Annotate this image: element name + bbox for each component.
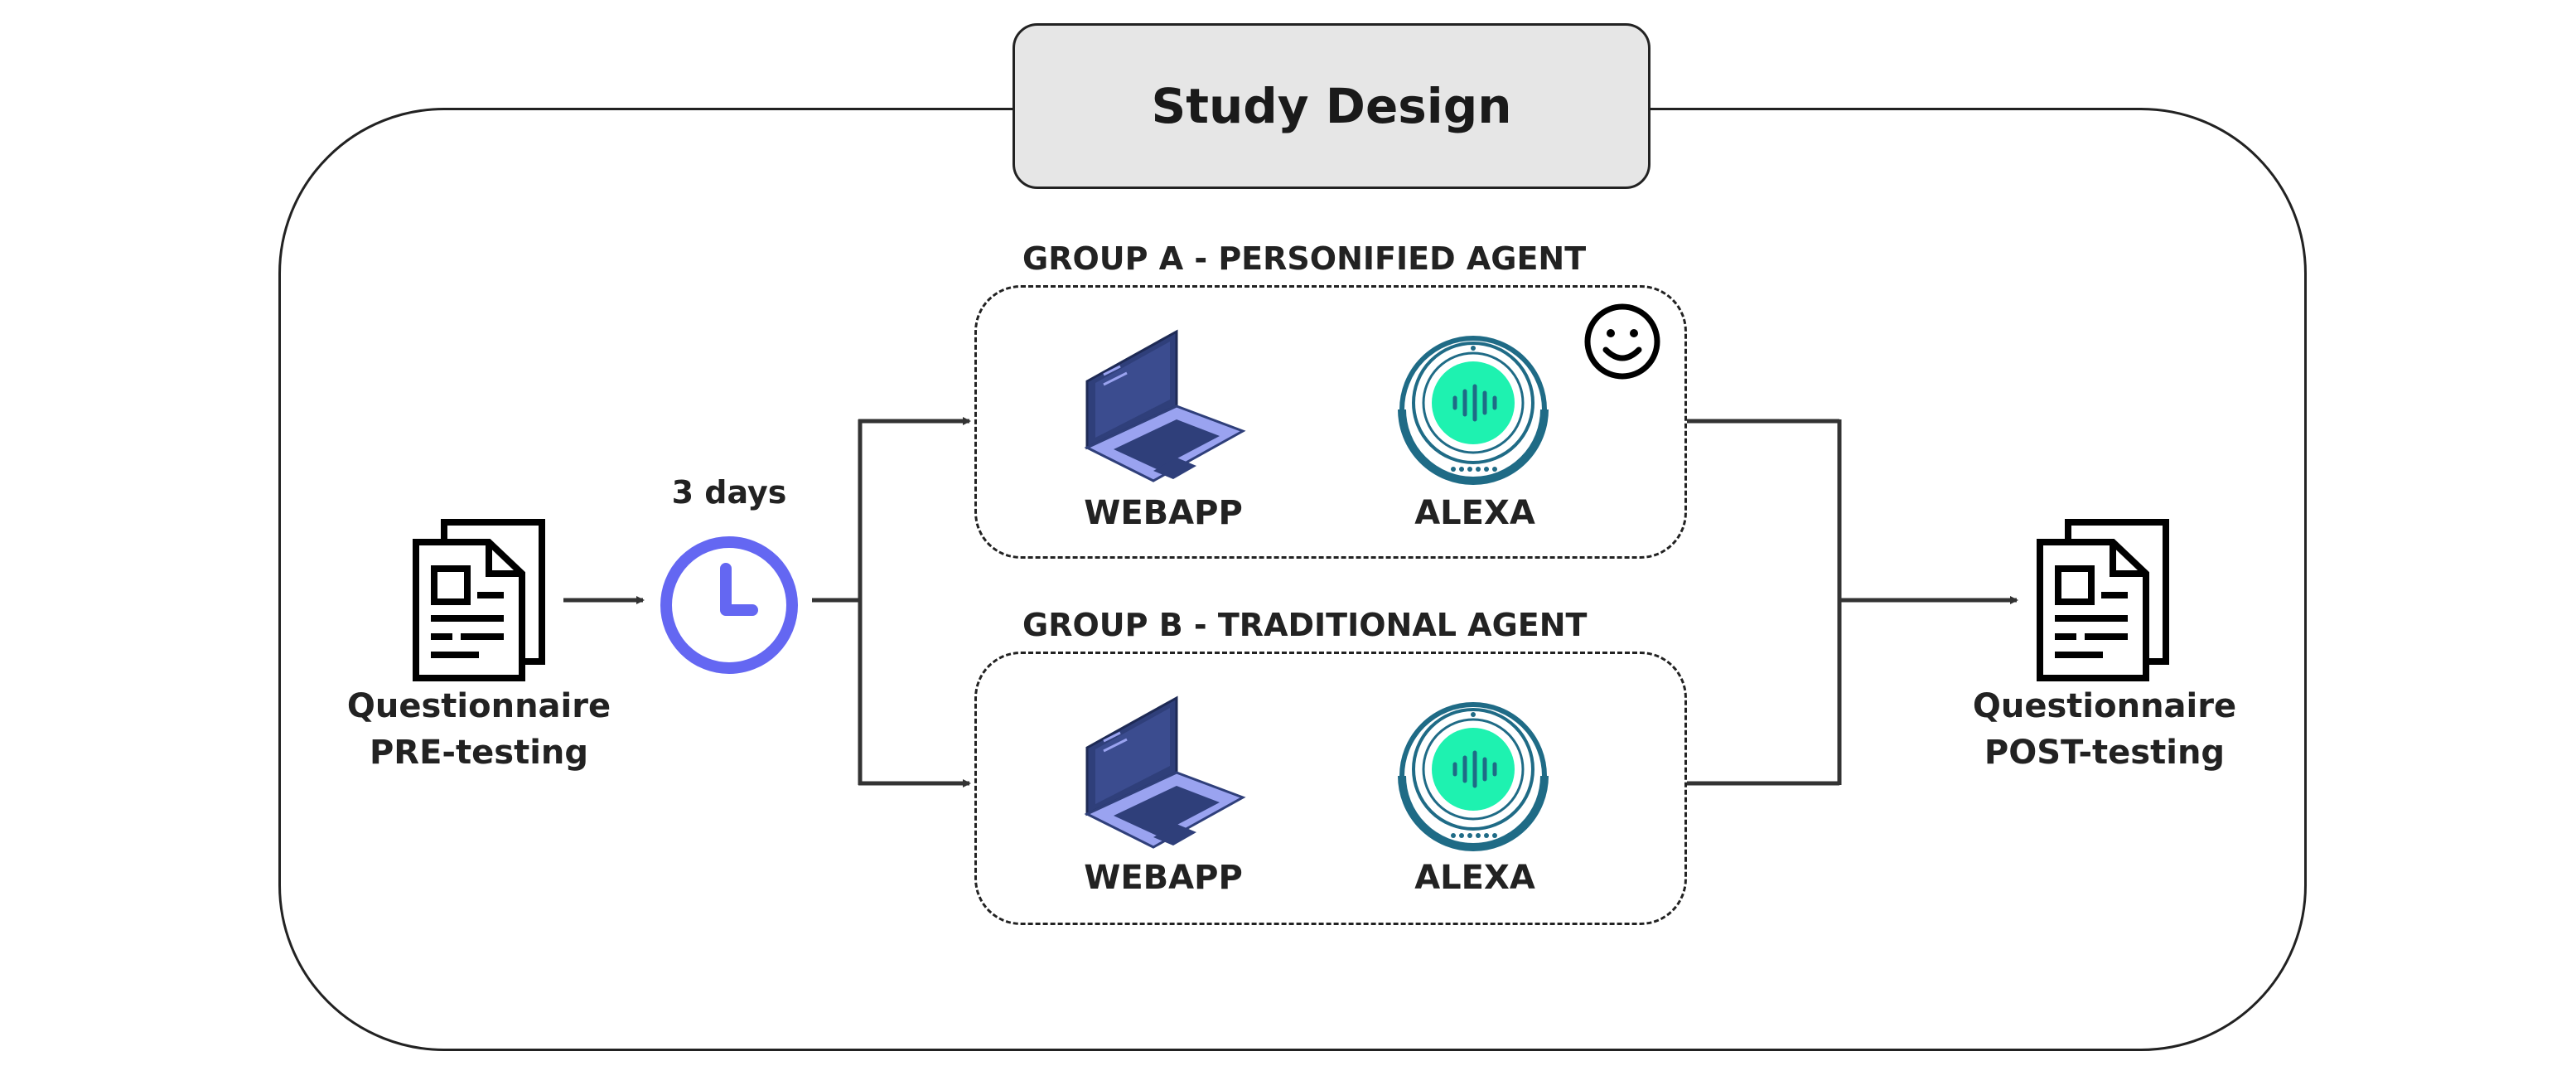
pre-testing-label: Questionnaire PRE-testing [330, 683, 628, 776]
group-a-title: GROUP A - PERSONIFIED AGENT [1022, 240, 1587, 277]
duration-label: 3 days [671, 474, 787, 511]
alexa-device-icon [1398, 336, 1549, 485]
group-a-webapp-label: WEBAPP [1084, 494, 1243, 532]
group-b-box [974, 652, 1687, 925]
group-b-alexa-label: ALEXA [1414, 859, 1535, 897]
document-icon [2037, 519, 2169, 681]
document-icon [413, 519, 545, 681]
group-a-box [974, 285, 1687, 559]
clock-icon [660, 536, 798, 674]
smiley-face-icon [1584, 303, 1660, 380]
alexa-device-icon [1398, 702, 1549, 851]
post-testing-label: Questionnaire POST-testing [1955, 683, 2254, 776]
post-label-line2: POST-testing [1984, 734, 2226, 772]
pre-label-line1: Questionnaire [346, 687, 611, 725]
group-a-alexa-label: ALEXA [1414, 494, 1535, 532]
laptop-icon [1084, 695, 1246, 849]
group-b-title: GROUP B - TRADITIONAL AGENT [1022, 607, 1588, 643]
laptop-icon [1084, 329, 1246, 482]
group-b-webapp-label: WEBAPP [1084, 859, 1243, 897]
post-label-line1: Questionnaire [1972, 687, 2237, 725]
pre-label-line2: PRE-testing [369, 734, 589, 772]
study-design-title: Study Design [1013, 23, 1650, 189]
